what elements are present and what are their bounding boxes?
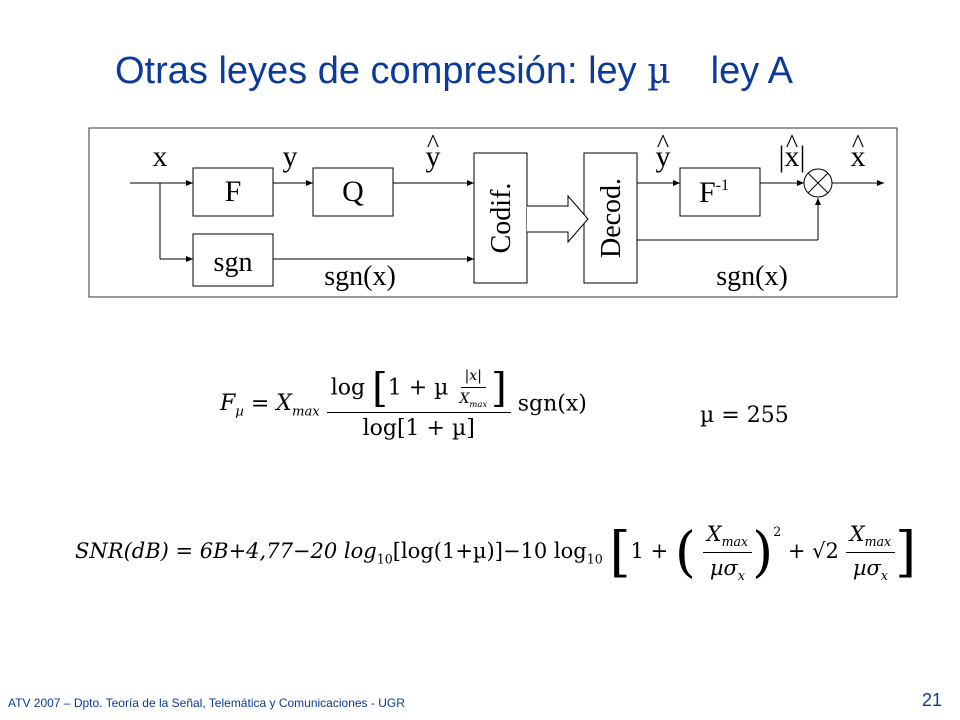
page-number: 21 <box>921 690 942 710</box>
f2-fraction-1: Xmax µσx <box>702 522 753 583</box>
f1-denominator: log[1 + µ] <box>362 415 475 441</box>
block-decod <box>583 152 638 284</box>
f1-xmax: Xmax <box>276 391 320 420</box>
signal-xhat: x <box>851 140 866 173</box>
block-q <box>312 167 394 217</box>
signal-sgnx-left: sgn(x) <box>324 261 396 292</box>
f1-sgn: sgn(x) <box>517 391 587 417</box>
block-finv-label: F-1 <box>699 176 729 209</box>
signal-y: y <box>283 140 298 173</box>
block-sgn <box>192 233 274 287</box>
signal-absx: |x| <box>778 140 805 173</box>
formula-mu-law: Fµ = Xmax log [1 + µ |x| Xmax ] log[1 + … <box>220 368 587 441</box>
f1-lhs: Fµ <box>220 391 244 420</box>
signal-sgnx-right: sgn(x) <box>716 261 788 292</box>
mu-value: µ = 255 <box>700 403 789 428</box>
signal-absx-hat: ^ <box>786 129 798 158</box>
block-finv-base: F <box>699 176 716 209</box>
f2-lhs: SNR(dB) = 6B+4,77−20 log <box>75 539 377 564</box>
block-decod-label: Decod. <box>596 178 627 258</box>
signal-yhat: y <box>426 140 441 173</box>
block-codif-label: Codif. <box>486 183 517 254</box>
block-codif <box>473 152 528 284</box>
title-tail: ley A <box>710 50 794 92</box>
signal-yhat-hat: ^ <box>427 129 439 158</box>
title-main: Otras leyes de compresión: ley <box>115 50 648 92</box>
block-q-label: Q <box>342 175 364 208</box>
title-mu: µ <box>647 51 671 92</box>
signal-yhat2-hat: ^ <box>657 129 669 158</box>
block-sgn-label: sgn <box>214 247 253 278</box>
f1-fraction: log [1 + µ |x| Xmax ] log[1 + µ] <box>326 368 511 441</box>
formula-snr: SNR(dB) = 6B+4,77−20 log10[log(1+µ)]−10 … <box>75 520 917 584</box>
slide-title: Otras leyes de compresión: ley µ ley A <box>115 50 793 93</box>
signal-x: x <box>153 140 168 173</box>
block-f <box>192 167 274 217</box>
f2-fraction-2: Xmax µσx <box>845 522 896 583</box>
f2-mid: [log(1+µ)]−10 log <box>392 539 587 564</box>
channel-arrow <box>527 194 589 244</box>
signal-yhat2: y <box>656 140 671 173</box>
block-finv <box>679 167 761 217</box>
f1-inner-fraction: |x| Xmax <box>459 368 488 409</box>
signal-xhat-hat: ^ <box>852 129 864 158</box>
f1-eq: = <box>243 391 277 417</box>
multiplier-cross-2 <box>807 172 829 194</box>
f1-numerator: log [1 + µ |x| Xmax ] <box>326 368 511 413</box>
diagram-frame <box>88 127 898 298</box>
footer-text: ATV 2007 – Dpto. Teoría de la Señal, Tel… <box>8 696 405 710</box>
block-finv-sup: -1 <box>716 177 729 194</box>
block-f-label: F <box>225 175 242 208</box>
